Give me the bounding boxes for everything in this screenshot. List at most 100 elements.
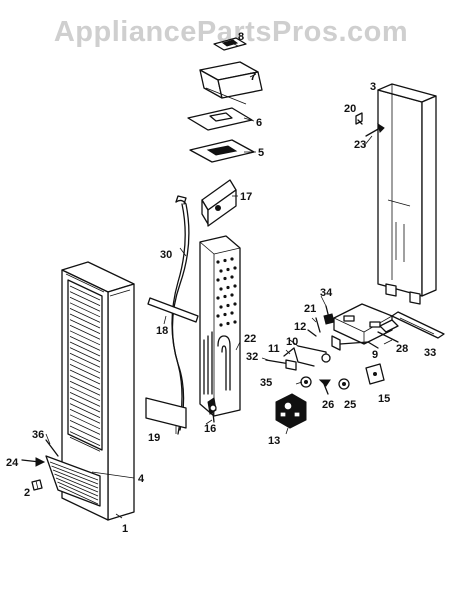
callout-33: 33 [424,347,436,359]
callout-23: 23 [354,139,366,151]
panel-hole [233,302,237,306]
louver-slat [69,375,101,390]
callout-17: 17 [240,191,252,203]
panel-hole [223,276,227,281]
part-7-top-bracket[interactable] [199,61,263,105]
panel-hole [233,320,237,324]
part-28-manifold[interactable] [377,319,399,343]
callout-13: 13 [268,435,280,447]
panel-hole [230,257,234,261]
part-19-panel[interactable] [145,397,187,429]
callout-6: 6 [256,117,262,129]
part-2-knob[interactable] [31,479,43,491]
callout-16: 16 [204,423,216,435]
callout-35: 35 [260,377,272,389]
part-3-rear-cabinet[interactable] [377,83,437,305]
panel-hole [230,311,234,315]
part-5-frame[interactable] [189,139,255,163]
part-17-bracket[interactable] [201,179,237,227]
panel-hole [233,266,237,270]
louver-slat [69,330,101,346]
panel-hole [219,305,223,309]
part-18-bar[interactable] [147,297,199,323]
part-15-bracket[interactable] [365,363,385,385]
callout-10: 10 [286,336,298,348]
panel-hole [226,285,230,290]
part-30-thermocouple[interactable] [171,195,190,435]
part-21-fitting[interactable] [315,317,321,333]
part-33-rail[interactable] [391,311,445,339]
callout-21: 21 [304,303,316,315]
louver-slat [69,347,101,362]
panel-hole [230,293,234,297]
part-22-heat-exchanger[interactable] [199,235,241,417]
callout-5: 5 [258,147,264,159]
louver-slat [69,336,101,351]
louver-slat [69,420,101,435]
part-34-fitting[interactable] [323,305,335,325]
grille-bar [49,461,99,481]
part-12-screw[interactable] [307,329,317,337]
part-24-screw[interactable] [21,457,46,467]
grille-bar [54,473,99,493]
louver-slat [69,313,101,329]
louver-slat [69,364,101,379]
callout-2: 2 [24,487,30,499]
louver-slat [69,380,101,396]
part-9-burner-assembly[interactable] [331,303,393,351]
part-6-gasket[interactable] [187,107,253,131]
callout-20: 20 [344,103,356,115]
louver-slat [69,403,101,418]
leader-lines [45,43,393,519]
grille-bar [57,481,99,501]
part-11-tube[interactable] [283,347,315,367]
part-36-panel-edge[interactable] [45,439,59,457]
panel-hole [216,296,220,300]
callout-8: 8 [238,31,244,43]
callout-15: 15 [378,393,390,405]
louver-slat [69,296,101,312]
grille-bar [52,469,99,489]
part-23-screw[interactable] [365,122,385,137]
part-25-nut[interactable] [338,378,350,390]
part-13-gas-valve[interactable] [275,393,307,429]
panel-hole [219,287,223,291]
part-1-front-cabinet[interactable] [61,261,135,521]
part-8-plate[interactable] [213,37,247,51]
panel-hole [219,269,223,273]
panel-hole [226,267,230,272]
callout-34: 34 [320,287,333,299]
callout-3: 3 [370,81,376,93]
panel-hole [226,303,230,308]
callout-9: 9 [372,349,378,361]
louver-slat [69,392,101,407]
part-32-pilot[interactable] [265,359,297,371]
louver-slat [69,319,101,334]
louver-slat [69,397,101,413]
panel-hole [223,312,227,317]
louver-slat [69,352,101,368]
callout-22: 22 [244,333,256,345]
grille-bar [51,465,99,485]
grille-bar [55,477,99,497]
callout-32: 32 [246,351,258,363]
part-16-stem[interactable] [209,403,217,423]
louver-slat [69,386,101,402]
part-20-clip[interactable] [355,112,363,125]
louver-slat [69,302,101,318]
callout-24: 24 [6,457,19,469]
louver-slat [69,341,101,357]
callout-7: 7 [250,71,256,83]
part-4-lower-grille[interactable] [45,455,101,507]
callout-12: 12 [294,321,306,333]
part-10-tube[interactable] [297,345,331,363]
callout-18: 18 [156,325,168,337]
louver-slat [69,431,101,446]
panel-hole [223,258,227,263]
callout-25: 25 [344,399,356,411]
part-26-screw[interactable] [318,379,331,395]
panel-hole [216,314,220,318]
louver-slat [69,414,101,430]
part-35-knob[interactable] [300,376,312,388]
